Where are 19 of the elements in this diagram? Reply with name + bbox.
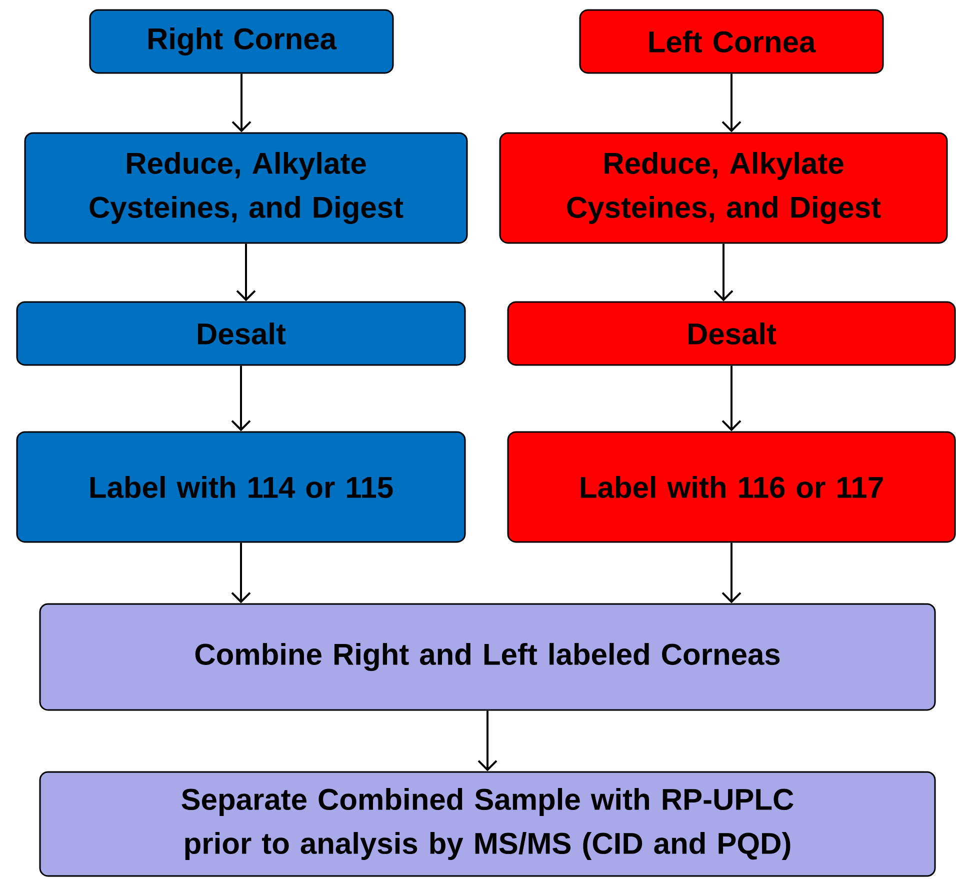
- arrow: [236, 244, 256, 302]
- arrow: [231, 366, 251, 432]
- process-box: Desalt: [507, 301, 956, 366]
- process-box: Reduce, Alkylate Cysteines, and Digest: [499, 132, 948, 244]
- process-box: Combine Right and Left labeled Corneas: [39, 603, 936, 711]
- arrow: [478, 710, 498, 772]
- arrow: [722, 74, 742, 132]
- process-box: Right Cornea: [89, 9, 394, 74]
- process-box: Label with 116 or 117: [507, 431, 956, 543]
- arrow: [232, 74, 252, 132]
- process-box: Desalt: [16, 301, 466, 366]
- arrow: [231, 542, 251, 604]
- process-box: Left Cornea: [579, 9, 884, 74]
- process-box: Separate Combined Sample with RP-UPLC prior to analysis by MS/MS (CID and PQD): [39, 771, 936, 877]
- process-box: Label with 114 or 115: [16, 431, 466, 543]
- arrow: [722, 542, 742, 604]
- arrow: [722, 366, 742, 432]
- arrow: [714, 244, 734, 302]
- process-box: Reduce, Alkylate Cysteines, and Digest: [24, 132, 468, 244]
